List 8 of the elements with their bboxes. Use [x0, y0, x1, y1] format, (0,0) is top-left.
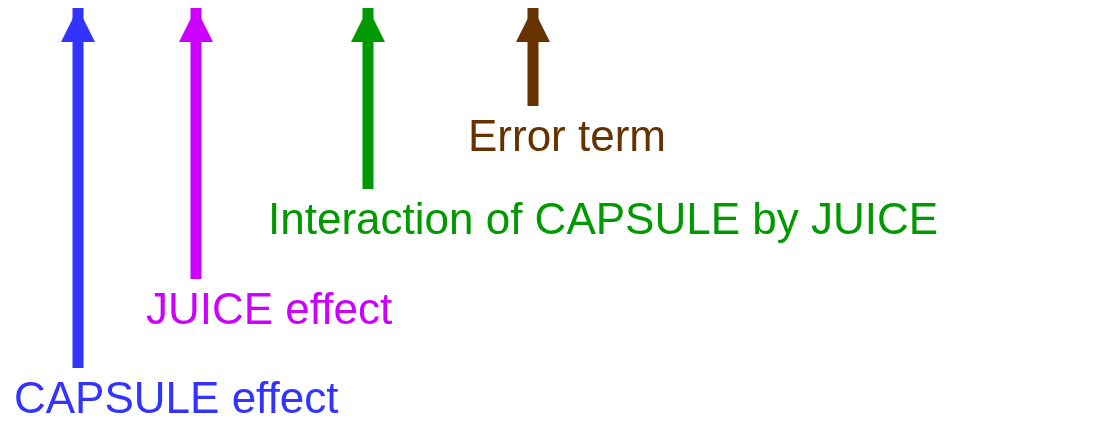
arrow: [351, 8, 385, 189]
arrow: [179, 8, 213, 279]
effect-label: JUICE effect: [146, 283, 393, 335]
arrow: [61, 8, 95, 368]
effect-label: Interaction of CAPSULE by JUICE: [268, 193, 939, 245]
effect-label: CAPSULE effect: [14, 372, 339, 424]
arrow: [516, 8, 550, 106]
effect-label: Error term: [468, 110, 666, 162]
